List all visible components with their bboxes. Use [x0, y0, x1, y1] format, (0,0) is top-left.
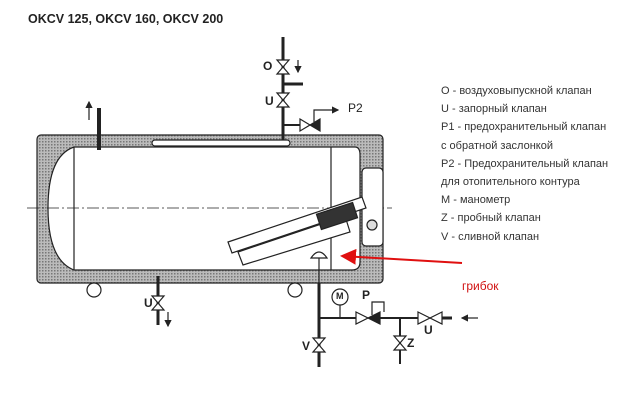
- valve-V: [311, 337, 327, 353]
- annotation-arrow: [340, 248, 463, 265]
- legend-item: P1 - предохранительный клапан: [441, 121, 607, 134]
- legend-item: U - запорный клапан: [441, 103, 547, 116]
- label-M: M: [336, 291, 344, 301]
- manometer: [331, 288, 349, 306]
- valve-U-top: [275, 92, 291, 108]
- foot-right: [287, 282, 303, 298]
- tank-inner: [47, 146, 361, 271]
- label-U-inlet: U: [424, 323, 433, 337]
- legend: O - воздуховыпускной клапан U - запорный…: [441, 82, 608, 246]
- valve-U-bottom: [150, 295, 166, 311]
- thermostat-knob: [366, 219, 378, 231]
- legend-item: M - манометр: [441, 194, 511, 207]
- legend-item: O - воздуховыпускной клапан: [441, 85, 592, 97]
- label-U-top: U: [265, 94, 274, 108]
- page-title: OKCV 125, OKCV 160, OKCV 200: [28, 12, 224, 26]
- label-O: O: [263, 59, 273, 73]
- annotation-label: грибок: [462, 279, 499, 293]
- heating-element: [227, 196, 367, 266]
- legend-item: P2 - Предохранительный клапан: [441, 157, 609, 170]
- legend-item: для отопительного контура: [441, 176, 580, 189]
- label-P2: P2: [348, 101, 363, 115]
- valve-Z: [392, 335, 408, 351]
- label-U-bottom: U: [144, 296, 153, 310]
- legend-item: с обратной заслонкой: [441, 139, 553, 152]
- legend-item: V - сливной клапан: [441, 230, 540, 243]
- valve-O: [275, 59, 291, 75]
- label-V: V: [302, 339, 311, 353]
- foot-left: [86, 282, 102, 298]
- valve-P2: [299, 117, 312, 133]
- valve-P1: [355, 311, 370, 325]
- mushroom: [309, 251, 329, 259]
- label-Z: Z: [407, 336, 415, 350]
- label-P: P: [362, 288, 371, 302]
- legend-item: Z - пробный клапан: [441, 212, 541, 225]
